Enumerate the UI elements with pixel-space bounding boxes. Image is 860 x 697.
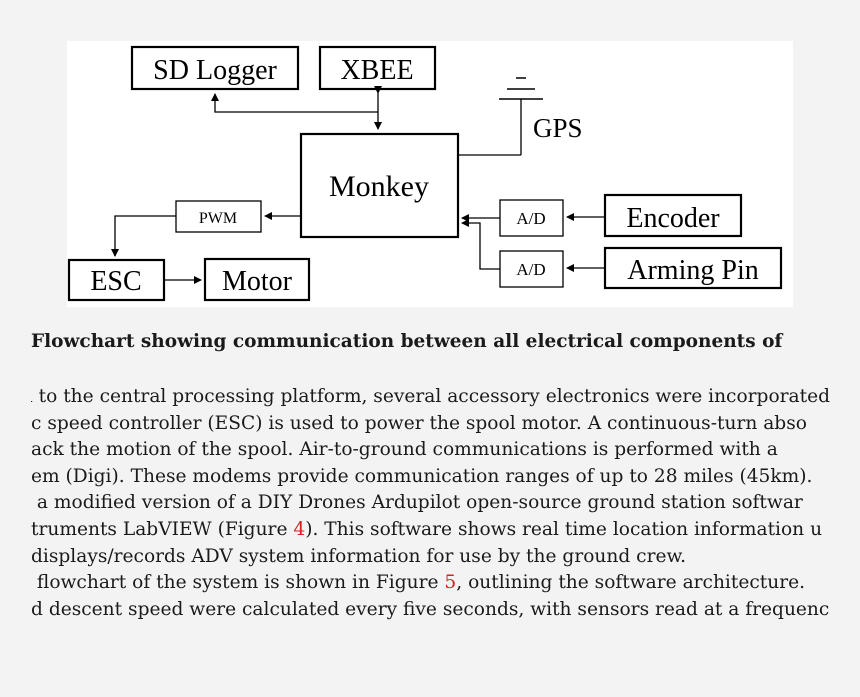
figure-caption: Flowchart showing communication between …: [31, 331, 783, 352]
pwm-box: PWM: [175, 200, 262, 233]
figure-reference-link[interactable]: 4: [293, 518, 306, 540]
arming-pin-label: Arming Pin: [627, 255, 758, 286]
pwm-label: PWM: [199, 210, 237, 227]
pwm-esc-link: [111, 215, 176, 257]
ad-converter-top-box: A/D: [499, 199, 564, 237]
ad-top-label: A/D: [516, 209, 545, 228]
esc-box: ESC: [67, 258, 166, 302]
figure-reference-link[interactable]: 5: [444, 572, 457, 594]
text-line: c speed controller (ESC) is used to powe…: [31, 412, 807, 434]
xbee-box: XBEE: [318, 45, 437, 91]
monkey-sd-logger-link: [211, 93, 378, 113]
xbee-label: XBEE: [340, 55, 413, 86]
motor-box: Motor: [203, 257, 311, 302]
text-line: displays/records ADV system information …: [31, 545, 687, 567]
text-line: flowchart of the system is shown in Figu…: [36, 572, 806, 594]
arming-pin-box: Arming Pin: [603, 246, 783, 290]
text-line: truments LabVIEW (Figure 4). This softwa…: [31, 518, 823, 540]
text-line: on to the central processing platform, s…: [31, 386, 830, 407]
gps-antenna-icon: [459, 77, 543, 156]
sd-logger-box: SD Logger: [130, 45, 300, 91]
encoder-label: Encoder: [626, 203, 720, 234]
text-line: d descent speed were calculated every fi…: [31, 598, 830, 620]
flowchart-diagram: SD Logger XBEE GPS Monkey PWM: [67, 45, 783, 302]
text-line: a modified version of a DIY Drones Ardup…: [36, 492, 803, 514]
body-paragraph: on to the central processing platform, s…: [31, 384, 830, 623]
text-line: ack the motion of the spool. Air-to-grou…: [31, 439, 778, 461]
esc-label: ESC: [90, 266, 141, 297]
monkey-label: Monkey: [329, 170, 429, 203]
ad-bottom-monkey-link: [461, 219, 500, 270]
motor-label: Motor: [222, 266, 293, 297]
ad-bottom-label: A/D: [516, 260, 545, 279]
encoder-box: Encoder: [603, 193, 743, 238]
sd-logger-label: SD Logger: [153, 55, 277, 86]
monkey-box: Monkey: [299, 132, 460, 239]
gps-label: GPS: [533, 113, 583, 143]
text-line: em (Digi). These modems provide communic…: [31, 465, 813, 487]
flowchart-figure: SD Logger XBEE GPS Monkey PWM: [67, 41, 793, 307]
ad-converter-bottom-box: A/D: [499, 250, 564, 288]
